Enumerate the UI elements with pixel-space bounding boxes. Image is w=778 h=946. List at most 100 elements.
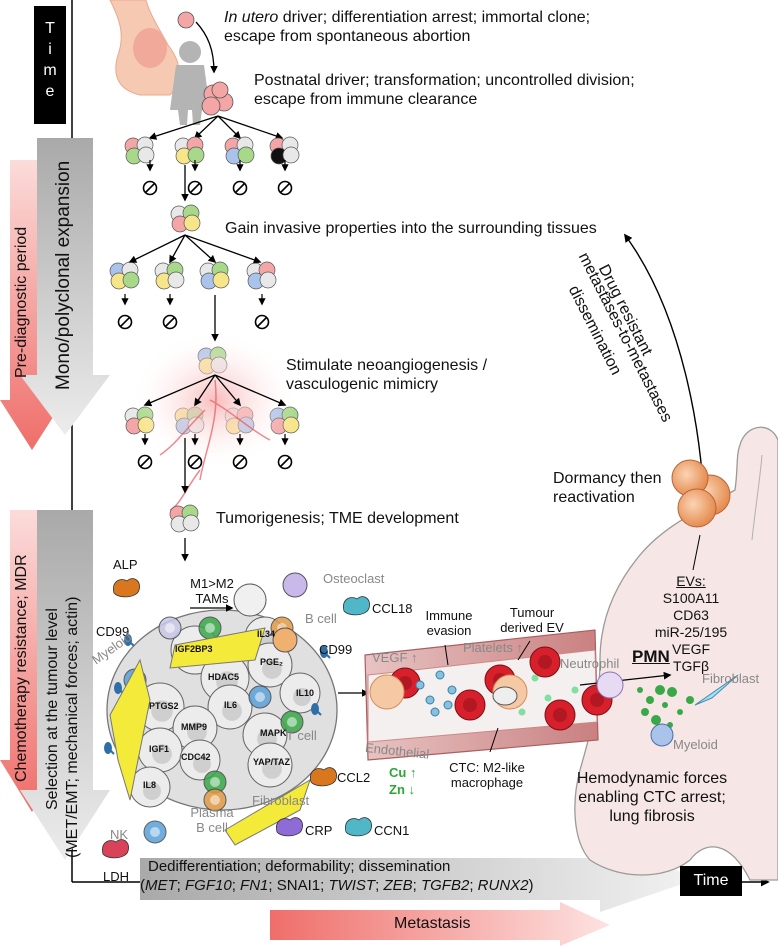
gene-fn1: FN1 [240,877,269,894]
dormant-cells [671,459,731,528]
gene-tgfb2: TGFB2 [420,877,470,894]
hemo-line2: enabling CTC arrest; [578,789,726,806]
ctc-line1: CTC: M2-like [449,760,525,775]
t-cell-label: T cell [286,728,317,743]
in-utero-line2: escape from spontaneous abortion [224,28,471,45]
chemo-resistance-label: Chemotherapy resistance; MDR [13,554,30,782]
gene-ptgs2: PTGS2 [149,701,179,711]
ldh-molecule-icon [102,839,129,859]
dedifferentiation-text: Dedifferentiation; deformability; dissem… [148,858,451,875]
alp-molecule-icon [113,578,140,598]
prohibition-icon [277,454,293,470]
fibroblast-icon [694,674,739,706]
mono-polyclonal-label: Mono/polyclonal expansion [53,160,74,390]
time-letter: i [48,41,52,58]
prohibition-icon [232,180,248,196]
gene-il34: IL34 [257,629,276,639]
red-blood-cell [529,646,561,678]
immune-cell [248,685,272,709]
m1m2-label: M1>M2 TAMs [184,576,240,606]
time-box-horizontal: Time [680,866,742,896]
hemodynamic-text: Hemodynamic forces enabling CTC arrest; … [561,769,743,826]
metastasis-label: Metastasis [394,915,471,932]
evs-item: S100A11 [662,590,720,606]
branch-arrows-1 [148,115,284,140]
pmn-dot [677,709,683,715]
platelets-label: Platelets ↑ [463,640,523,655]
clone-cluster [199,261,230,290]
evs-item: miR-25/195 [654,624,728,640]
clone-cluster [246,261,277,290]
postnatal-clone [201,81,234,116]
myeloid-icon [650,723,674,747]
gene-il10: IL10 [296,688,315,698]
gene-runx2: RUNX2 [477,877,529,894]
tumour-cell [247,642,293,688]
crp-label: CRP [305,823,333,838]
platelet [447,685,457,695]
gene-il8: IL8 [143,780,157,790]
angiogenesis-line1: Stimulate neoangiogenesis / [286,357,488,374]
pmn-dot [651,715,661,725]
in-utero-italic: In utero [224,9,279,26]
clone-cluster [124,136,155,165]
platelet [425,695,435,705]
tumour-cell [137,727,183,773]
prohibition-icon [232,454,248,470]
tumour-ev-label: Tumour derived EV [492,605,572,635]
gene-fgf10: FGF10 [185,877,232,894]
tumour-cell [207,684,253,730]
tumorigenesis-cluster [169,504,200,533]
evs-item: VEGF [671,641,711,657]
alp-label: ALP [113,557,138,572]
tumour-cell [247,742,293,788]
invasive-cluster [170,204,201,233]
mono-polyclonal-arrow [20,138,110,435]
osteoclast [282,572,308,598]
gene-snai1: SNAI1 [276,877,321,894]
vegf-label: VEGF ↑ [372,650,418,665]
red-blood-cell [544,699,576,731]
immune-cell [158,616,182,640]
postnatal-line2: escape from immune clearance [254,91,478,108]
immune-cell [198,616,222,640]
myeloid-lung-label: Myeloid [673,737,718,752]
gene-mmp9: MMP9 [181,722,208,732]
immune-evasion-label: Immune evasion [414,608,484,638]
tumour-ev-dot [544,694,552,702]
pmn-dot [637,687,643,693]
time-box-vertical: T i m e [34,6,66,124]
tumorigenesis-text: Tumorigenesis; TME development [216,510,459,527]
ctc-label: CTC: M2-like macrophage [437,760,537,790]
evs-list: EVs: S100A11 CD63 miR-25/195 VEGF TGFβ [641,573,741,675]
prohibition-icon [277,180,293,196]
gene-hdac5: HDAC5 [208,672,240,682]
prohibition-icon [117,314,133,330]
plasma-line2: B cell [196,820,228,835]
tumour-ev-dot [571,686,579,694]
gene-mapk: MAPK [260,728,287,738]
prohibition-icon [142,180,158,196]
evs-title: EVs: [676,573,706,589]
ctc-cell [369,674,405,710]
tumour-ev-line1: Tumour [509,605,555,620]
in-utero-rest: driver; differentiation arrest; immortal… [278,9,591,26]
fibroblast-tme-label: Fibroblast [252,793,310,808]
ccn1-label: CCN1 [374,823,410,838]
ldh-label: LDH [103,869,130,884]
dormancy-text: Dormancy then reactivation [553,469,662,507]
time-end-label: Time [693,872,729,889]
prohibition-icon [187,180,203,196]
ctc-line2: macrophage [450,775,524,790]
clone-cluster [174,136,205,165]
hemo-line1: Hemodynamic forces [576,770,728,787]
cd99-receptor [311,703,322,716]
m1m2-line2: TAMs [195,591,229,606]
dedifferentiation-arrow [140,846,700,912]
pmn-dot [667,687,677,697]
tumour-ev-dot [531,674,539,682]
m2-macrophage [492,686,518,706]
ccn1-molecule-icon [345,817,372,837]
child-figure [170,41,210,125]
gene-igf2bp3: IGF2BP3 [175,644,213,654]
